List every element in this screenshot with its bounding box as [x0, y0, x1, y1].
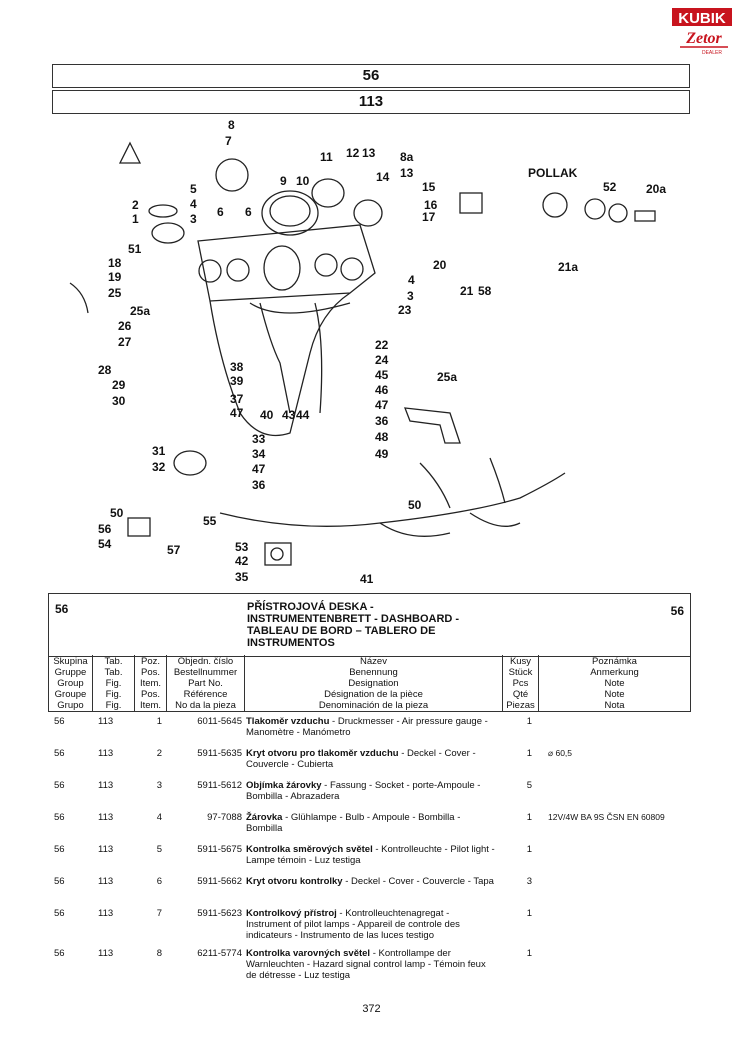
diagram-callout: 8 — [228, 118, 235, 132]
diagram-callout: 35 — [235, 570, 249, 584]
diagram-callout: 9 — [280, 174, 287, 188]
diagram-callout: 8a — [400, 150, 414, 164]
logo-brand: KUBIK — [678, 10, 726, 27]
diagram-callout: 52 — [603, 180, 617, 194]
diagram-callout: 28 — [98, 363, 112, 377]
diagram-callout: 3 — [190, 212, 197, 226]
diagram-callout: 39 — [230, 374, 244, 388]
diagram-callout: 12 — [346, 146, 360, 160]
diagram-callout: 23 — [398, 303, 412, 317]
diagram-callout: 21 — [460, 284, 474, 298]
diagram-callout: 34 — [252, 447, 266, 461]
diagram-callout: 47 — [375, 398, 389, 412]
diagram-callout: 20 — [433, 258, 447, 272]
col-header-tab: Tab.Tab.Fig.Fig.Fig. — [93, 655, 135, 711]
title-line: INSTRUMENTOS — [247, 637, 335, 649]
diagram-callout: 27 — [118, 335, 132, 349]
diagram-callout: 32 — [152, 460, 166, 474]
group-left-label: 56 — [55, 602, 69, 616]
diagram-callout: 42 — [235, 554, 249, 568]
diagram-callout: 29 — [112, 378, 126, 392]
diagram-callout: 16 — [424, 198, 438, 212]
diagram-callout: 11 — [320, 150, 333, 164]
diagram-callout: 13 — [400, 166, 414, 180]
diagram-brand-label: POLLAK — [528, 166, 578, 180]
diagram-callout: 10 — [296, 174, 310, 188]
diagram-callout: 51 — [128, 242, 142, 256]
diagram-callout: 31 — [152, 444, 166, 458]
diagram-callout: 18 — [108, 256, 122, 270]
diagram-callout: 21a — [558, 260, 578, 274]
diagram-callout: 13 — [362, 146, 376, 160]
diagram-callout: 40 — [260, 408, 274, 422]
diagram-callout: 48 — [375, 430, 389, 444]
diagram-callout: 36 — [375, 414, 389, 428]
diagram-callout: 14 — [376, 170, 390, 184]
diagram-callout: 44 — [296, 408, 310, 422]
diagram-callout: 56 — [98, 522, 112, 536]
title-line: PŘÍSTROJOVÁ DESKA - — [247, 601, 374, 613]
diagram-callout: 43 — [282, 408, 296, 422]
diagram-callout: 22 — [375, 338, 389, 352]
diagram-callout: 20a — [646, 182, 666, 196]
diagram-callout: 38 — [230, 360, 244, 374]
diagram-callout: 25a — [130, 304, 150, 318]
group-number-header: 56 — [52, 64, 690, 88]
diagram-callout: 46 — [375, 383, 389, 397]
diagram-callout: 57 — [167, 543, 181, 557]
diagram-callout: 54 — [98, 537, 112, 551]
diagram-callout: 55 — [203, 514, 217, 528]
diagram-callout: 47 — [230, 406, 244, 420]
title-line: INSTRUMENTENBRETT - DASHBOARD - — [247, 613, 460, 625]
diagram-callout: 1 — [132, 212, 139, 226]
page-number: 372 — [362, 1003, 381, 1015]
section-title-box: 56 PŘÍSTROJOVÁ DESKA - INSTRUMENTENBRETT… — [48, 593, 691, 657]
diagram-callout: 4 — [190, 197, 197, 211]
diagram-callout: 25a — [437, 370, 457, 384]
diagram-callout: 7 — [225, 134, 232, 148]
diagram-callout: 58 — [478, 284, 492, 298]
diagram-callout: 45 — [375, 368, 389, 382]
diagram-callout: 47 — [252, 462, 266, 476]
diagram-callout: 37 — [230, 392, 244, 406]
diagram-callout: 30 — [112, 394, 126, 408]
diagram-callout: 6 — [245, 205, 252, 219]
col-header-pos: Poz.Pos.Item.Pos.Item. — [135, 655, 167, 711]
dealer-logo: KUBIK Zetor DEALER — [672, 8, 732, 56]
diagram-callout: 49 — [375, 447, 389, 461]
diagram-callout: 17 — [422, 210, 436, 224]
group-right-label: 56 — [670, 604, 684, 618]
diagram-callout: 50 — [408, 498, 422, 512]
diagram-callout: 5 — [190, 182, 197, 196]
diagram-callout: 26 — [118, 319, 132, 333]
diagram-callout: 3 — [407, 289, 414, 303]
logo-sub: Zetor — [685, 30, 722, 47]
diagram-callout: 6 — [217, 205, 224, 219]
section-title: PŘÍSTROJOVÁ DESKA - INSTRUMENTENBRETT - … — [247, 601, 459, 649]
diagram-callout: 2 — [132, 198, 139, 212]
diagram-callout: 50 — [110, 506, 124, 520]
diagram-callout: 33 — [252, 432, 266, 446]
diagram-callout: 19 — [108, 270, 122, 284]
diagram-callout: 41 — [360, 572, 374, 586]
logo-tag: DEALER — [702, 50, 722, 56]
diagram-callout: 24 — [375, 353, 389, 367]
diagram-callout: 25 — [108, 286, 122, 300]
table-number-header: 113 — [52, 90, 690, 114]
diagram-callout: 53 — [235, 540, 249, 554]
title-line: TABLEAU DE BORD – TABLERO DE — [247, 625, 436, 637]
diagram-callout: 4 — [408, 273, 415, 287]
diagram-callout: 15 — [422, 180, 436, 194]
diagram-callout: 36 — [252, 478, 266, 492]
